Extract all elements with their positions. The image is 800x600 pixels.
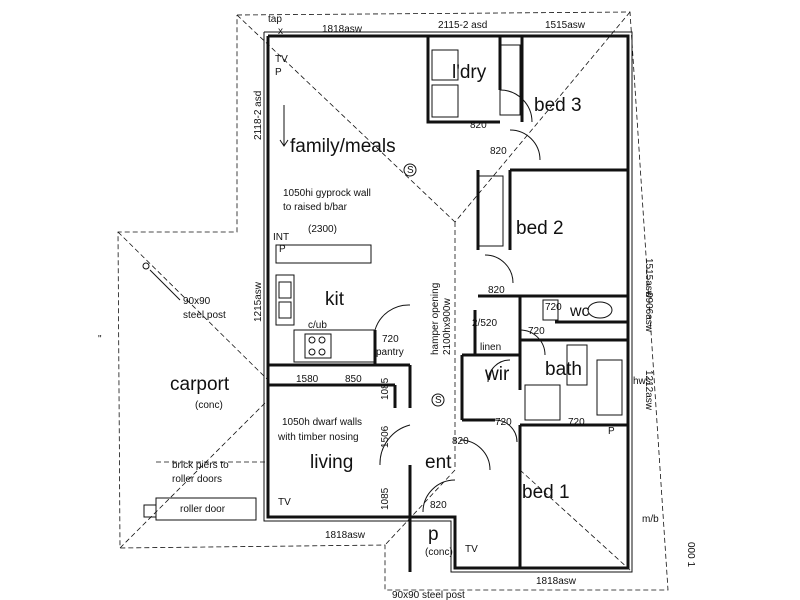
- dim-1580: 1580: [296, 374, 319, 385]
- dim-720-wir: 720: [495, 417, 512, 428]
- dim-1085b: 1085: [380, 487, 391, 510]
- dim-top-right: 1515asw: [545, 20, 586, 31]
- dim-2300: (2300): [308, 224, 337, 235]
- room-carport: carport: [170, 374, 230, 395]
- note-hamper-2: 2100hx900w: [442, 298, 453, 355]
- note-roller-door: roller door: [180, 504, 226, 515]
- note-gyprock-2: to raised b/bar: [283, 202, 348, 213]
- power-point-3: P: [279, 244, 286, 255]
- dim-bottom-left: 1818asw: [325, 530, 366, 541]
- dim-720-bed1: 720: [568, 417, 585, 428]
- dim-left-kit: 1215asw: [253, 281, 264, 322]
- room-ent: ent: [425, 452, 452, 473]
- dim-right-upper: 1515asw: [643, 258, 654, 299]
- room-wc: wc: [569, 303, 590, 320]
- room-labels: family/meals bed 3 bed 2 bed 1 l'dry kit…: [170, 62, 590, 558]
- room-bath: bath: [545, 359, 582, 380]
- note-mb: m/b: [642, 514, 659, 525]
- note-hamper: hamper opening: [430, 283, 441, 355]
- note-bottom-post: 90x90 steel post: [392, 590, 465, 600]
- dim-1506: 1506: [380, 425, 391, 448]
- dim-720-pantry: 720: [382, 334, 399, 345]
- note-int: INT: [273, 232, 289, 243]
- notes: 1050hi gyprock wall to raised b/bar 90x9…: [98, 14, 696, 600]
- dim-top-left: 1818asw: [322, 24, 363, 35]
- room-wir: wir: [484, 364, 510, 385]
- note-steel-post: 90x90: [183, 296, 211, 307]
- porch-sub: (conc): [425, 547, 453, 558]
- note-tap: tap: [268, 14, 282, 25]
- x-mark: x: [278, 26, 283, 37]
- room-laundry: l'dry: [452, 62, 487, 83]
- room-kit: kit: [325, 289, 345, 310]
- note-dwarf: 1050h dwarf walls: [282, 417, 362, 428]
- note-margin-right: 000 1: [685, 542, 696, 567]
- room-family-meals: family/meals: [290, 136, 396, 157]
- tv-symbol-3: TV: [275, 54, 288, 65]
- tv-symbol-2: TV: [465, 544, 478, 555]
- note-hws: hws: [633, 376, 651, 387]
- dim-720-wc: 720: [545, 302, 562, 313]
- note-dwarf-2: with timber nosing: [277, 432, 359, 443]
- dim-820-door: 820: [430, 500, 447, 511]
- room-porch: p: [428, 524, 439, 545]
- dim-720-bath: 720: [528, 326, 545, 337]
- note-piers: brick piers to: [172, 460, 229, 471]
- note-steel-post-2: steel post: [183, 310, 226, 321]
- tv-symbol-1: TV: [278, 497, 291, 508]
- dim-top-mid: 2115-2 asd: [438, 20, 487, 31]
- power-point-2: P: [275, 67, 282, 78]
- dim-820-ldry: 820: [470, 120, 487, 131]
- power-point-1: P: [608, 426, 615, 437]
- room-pantry: pantry: [376, 347, 404, 358]
- dim-right-mid: 0906asw: [643, 292, 654, 333]
- room-bed1: bed 1: [522, 482, 570, 503]
- room-bed2: bed 2: [516, 218, 564, 239]
- carport-sub: (conc): [195, 400, 223, 411]
- note-piers-2: roller doors: [172, 474, 222, 485]
- dim-820-ent: 820: [452, 436, 469, 447]
- dim-820-bed3: 820: [490, 146, 507, 157]
- dim-bottom-right: 1818asw: [536, 576, 577, 587]
- dim-left-upper: 2118-2 asd: [253, 91, 264, 140]
- room-living: living: [310, 452, 353, 473]
- dim-1085a: 1085: [380, 377, 391, 400]
- room-bed3: bed 3: [534, 95, 582, 116]
- room-linen: linen: [480, 342, 501, 353]
- note-margin-left: ": [98, 334, 102, 345]
- external-walls: [263, 31, 633, 573]
- doors: [374, 89, 546, 513]
- dimension-labels: 1818asw 2115-2 asd 1515asw 2118-2 asd 12…: [253, 20, 654, 587]
- fixtures: [142, 44, 623, 521]
- smoke-detector-1: S: [407, 165, 414, 176]
- dim-850: 850: [345, 374, 362, 385]
- smoke-detector-2: S: [435, 395, 442, 406]
- note-cub: c/ub: [308, 320, 327, 331]
- dim-820-bed2: 820: [488, 285, 505, 296]
- dim-2-520: 2/520: [472, 318, 497, 329]
- note-gyprock: 1050hi gyprock wall: [283, 188, 371, 199]
- symbols: TV TV TV S S P P P x: [275, 26, 615, 555]
- dim-right-lower: 1212asw: [643, 370, 654, 411]
